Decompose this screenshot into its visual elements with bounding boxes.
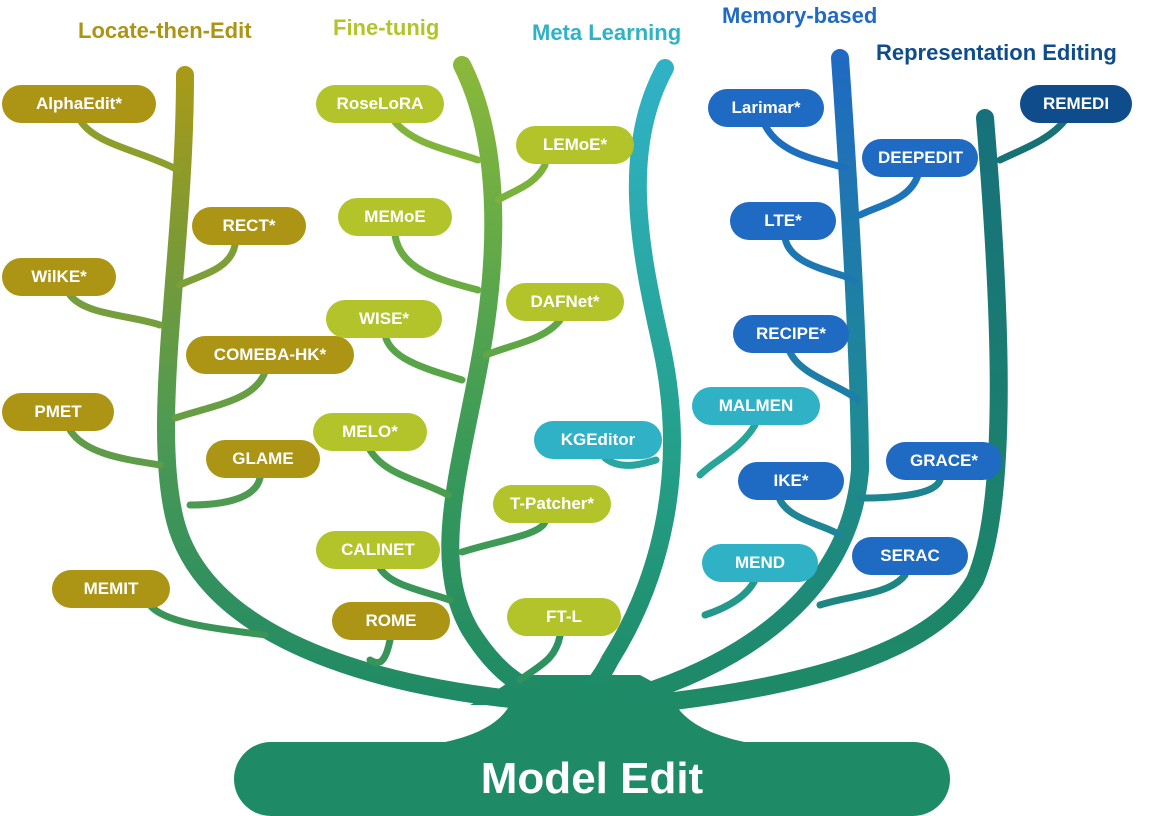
branch-meta-learning	[571, 59, 681, 709]
diagram-title: Model Edit	[480, 754, 704, 803]
twig-ike	[776, 496, 844, 539]
node-dafnet: DAFNet*	[506, 283, 624, 321]
node-ft-l: FT-L	[507, 598, 621, 636]
node-lte: LTE*	[730, 202, 836, 240]
twig-serac	[816, 571, 909, 609]
twig-calinet	[376, 564, 454, 604]
node-rome: ROME	[332, 602, 450, 640]
twig-dafnet	[482, 316, 564, 359]
node-deepedit: DEEPEDIT	[862, 139, 978, 177]
node-melo: MELO*	[313, 413, 427, 451]
node-lemoe: LEMoE*	[516, 126, 634, 164]
node-memit: MEMIT	[52, 570, 170, 608]
node-wise: WISE*	[326, 300, 442, 338]
twig-remedi	[996, 116, 1069, 164]
category-representation-editing: Representation Editing	[876, 40, 1117, 65]
twig-ftl	[516, 632, 564, 684]
base-bar	[234, 742, 950, 816]
twig-comeba	[171, 368, 269, 422]
twig-rect	[176, 241, 239, 289]
category-meta-learning: Meta Learning	[532, 20, 682, 45]
node-memoe: MEMoE	[338, 198, 452, 236]
node-kgeditor: KGEditor	[534, 421, 662, 459]
node-t-patcher: T-Patcher*	[493, 485, 611, 523]
twig-kgeditor	[601, 454, 660, 469]
branch-locate-then-edit	[157, 66, 529, 709]
twig-recipe	[786, 348, 862, 404]
node-calinet: CALINET	[316, 531, 440, 569]
node-remedi: REMEDI	[1020, 85, 1132, 123]
twig-wise	[381, 331, 466, 384]
node-ike: IKE*	[738, 462, 844, 500]
category-locate-then-edit: Locate-then-Edit	[78, 18, 252, 43]
twig-deepedit	[856, 171, 922, 219]
twig-wilke	[66, 291, 164, 329]
twig-alphaedit	[76, 116, 182, 174]
twig-pmet	[66, 426, 164, 469]
twig-glame	[186, 474, 264, 509]
node-pmet: PMET	[2, 393, 114, 431]
node-mend: MEND	[702, 544, 818, 582]
category-fine-tuning: Fine-tunig	[333, 15, 440, 40]
twig-mend	[701, 576, 759, 619]
node-roselora: RoseLoRA	[316, 85, 444, 123]
twig-tpatcher	[458, 518, 549, 556]
node-comeba-hk: COMEBA-HK*	[186, 336, 354, 374]
twig-lte	[781, 234, 859, 284]
twig-rome	[366, 636, 394, 666]
node-grace: GRACE*	[886, 442, 1002, 480]
node-alphaedit: AlphaEdit*	[2, 85, 156, 123]
node-wilke: WilKE*	[2, 258, 116, 296]
branch-memory-based	[611, 49, 870, 709]
node-larimar: Larimar*	[708, 89, 824, 127]
twig-roselora	[391, 118, 482, 164]
twig-grace	[856, 476, 944, 502]
twig-lemoe	[494, 161, 549, 204]
node-malmen: MALMEN	[692, 387, 820, 425]
category-memory-based: Memory-based	[722, 3, 878, 28]
node-glame: GLAME	[206, 440, 320, 478]
twig-larimar	[761, 121, 849, 172]
node-recipe: RECIPE*	[733, 315, 849, 353]
twig-memit	[146, 601, 269, 639]
twig-melo	[366, 446, 452, 499]
node-rect: RECT*	[192, 207, 306, 245]
node-serac: SERAC	[852, 537, 968, 575]
branch-representation-editing	[631, 109, 1008, 714]
twig-memoe	[391, 231, 482, 294]
branch-fine-tuning	[441, 56, 569, 709]
twig-malmen	[696, 421, 759, 479]
